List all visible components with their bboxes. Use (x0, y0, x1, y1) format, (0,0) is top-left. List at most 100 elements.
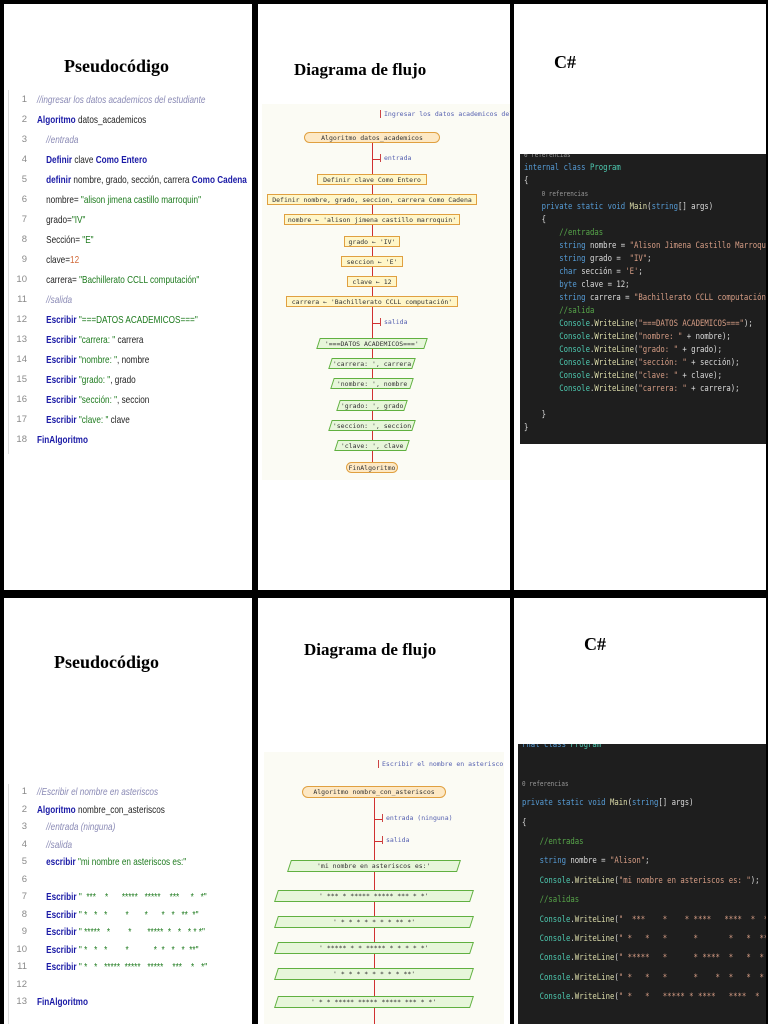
code-line: 11 Escribir " * * ***** ***** ***** *** … (9, 961, 252, 973)
code-text: Sección= "E" (37, 234, 94, 246)
code-text: Escribir "clave: " clave (46, 414, 130, 426)
code-text: Algoritmo datos_academicos (37, 114, 147, 126)
code-text: Escribir " * * ***** ***** ***** *** * *… (46, 961, 208, 973)
flow-process-box: grado ← 'IV' (344, 236, 400, 247)
code-line: 5 escribir "mi nombre en asteriscos es:" (9, 856, 252, 868)
flow-output-box: ' * * * * * * * ** *' (274, 916, 474, 928)
cs-code-line: string carrera = "Bachillerato CCLL comp… (559, 293, 766, 303)
code-line: 10 Escribir " * * * * * * * * **" (9, 944, 252, 956)
bottom-flow-panel: Diagrama de flujo Escribir el nombre en … (258, 598, 510, 1024)
code-text: definir nombre, grado, sección, carrera … (46, 174, 247, 186)
flow-connector (374, 786, 375, 1024)
code-line: 8 Sección= "E" (9, 234, 246, 246)
code-line: 9 clave=12 (9, 254, 246, 266)
flow-output-box: ' * * ***** ***** ***** *** * *' (274, 996, 474, 1008)
code-line: 1//ingresar los datos academicos del est… (9, 94, 246, 106)
cs-code-line: char sección = 'E'; (559, 267, 643, 277)
line-number: 10 (16, 274, 27, 285)
code-line: 3 //entrada (9, 134, 246, 146)
code-text: Escribir "===DATOS ACADEMICOS===" (46, 314, 198, 326)
code-text: Escribir " * * * * * * * * **" (46, 943, 199, 956)
code-line: 18 FinAlgoritmo (9, 434, 246, 446)
line-number: 3 (21, 134, 27, 145)
flow-output-box: ' *** * ***** ***** *** * *' (274, 890, 474, 902)
bottom-pseudo-title: Pseudocódigo (54, 652, 160, 672)
code-line: 4 //salida (9, 839, 252, 851)
flow-comment: entrada (380, 154, 411, 162)
top-pseudo-panel: Pseudocódigo 1//ingresar los datos acade… (4, 4, 252, 590)
flow-comment: Ingresar los datos academicos del estudi… (380, 110, 510, 118)
flow-output-box: 'seccion: ', seccion (328, 420, 416, 431)
code-line: 16 Escribir "sección: ", seccion (9, 394, 246, 406)
code-line: 7 grado="IV" (9, 214, 246, 226)
flow-comment: salida (382, 836, 409, 844)
cs-code-line: //salida (559, 306, 595, 316)
flow-output-box: 'clave: ', clave (334, 440, 410, 451)
code-line: 12 Escribir "===DATOS ACADEMICOS===" (9, 314, 246, 326)
code-text: nombre= "alison jimena castillo marroqui… (37, 194, 202, 206)
line-number: 13 (16, 996, 27, 1007)
code-text: Algoritmo nombre_con_asteriscos (37, 803, 165, 816)
bottom-flow-title: Diagrama de flujo (304, 640, 437, 659)
flow-note-connector (374, 841, 382, 842)
line-number: 18 (16, 434, 27, 445)
flow-box-text: ' *** * ***** ***** *** * *' (319, 892, 429, 900)
line-number: 5 (21, 174, 27, 185)
code-text: FinAlgoritmo (37, 434, 88, 446)
cs-code-line: 0 referencias (524, 154, 571, 159)
cs-code-line: Console.WriteLine(" * * * * * * ** *"); (539, 934, 766, 944)
code-line: 12 (9, 979, 252, 990)
cs-code-line: internal class Program (524, 163, 621, 173)
line-number: 8 (21, 908, 27, 920)
code-text: //salida (46, 838, 73, 851)
code-line: 9 Escribir " ***** * * ***** * * * * *" (9, 926, 252, 938)
top-flowchart: Ingresar los datos academicos del estudi… (262, 104, 510, 480)
flow-output-box: 'mi nombre en asteriscos es:' (287, 860, 461, 872)
code-text: carrera= "Bachillerato CCLL computación" (37, 274, 200, 286)
flow-output-box: ' * * * * * * * * **' (274, 968, 474, 980)
cs-code-line: Console.WriteLine(" * * ***** * **** ***… (539, 992, 766, 1003)
flow-box-text: 'grado: ', grado (340, 401, 404, 410)
cs-code-line: Console.WriteLine("mi nombre en asterisc… (539, 875, 760, 886)
line-number: 17 (16, 414, 27, 425)
code-line: 3 //entrada (ninguna) (9, 821, 252, 833)
code-text: //entrada (ninguna) (46, 821, 116, 833)
top-pseudocode-editor: 1//ingresar los datos academicos del est… (8, 90, 247, 454)
code-line: 15 Escribir "grado: ", grado (9, 374, 246, 386)
flow-output-box: 'nombre: ', nombre (330, 378, 414, 389)
line-number: 12 (16, 314, 27, 325)
line-number: 9 (21, 926, 27, 937)
code-line: 6 (9, 874, 252, 885)
flow-process-box: nombre ← 'alison jimena castillo marroqu… (284, 214, 460, 225)
bottom-pseudo-panel: Pseudocódigo 1//Escribir el nombre en as… (4, 598, 252, 1024)
line-number: 2 (21, 803, 27, 815)
code-line: 13 Escribir "carrera: " carrera (9, 334, 246, 346)
flow-box-text: ' ***** * * ***** * * * * *' (319, 944, 429, 952)
flow-process-box: clave ← 12 (347, 276, 397, 287)
code-text: clave=12 (37, 254, 80, 266)
code-line: 7 Escribir " *** * ***** ***** *** * *" (9, 891, 252, 903)
code-text: Definir clave Como Entero (46, 154, 148, 166)
cs-code-line: string nombre = "Alison Jimena Castillo … (559, 241, 766, 251)
code-line: 5 definir nombre, grado, sección, carrer… (9, 174, 247, 186)
flow-comment: Escribir el nombre en asteriscos (378, 760, 504, 768)
flow-comment: entrada (ninguna) (382, 814, 453, 822)
flow-terminal-box: FinAlgoritmo (346, 462, 398, 473)
cs-code-line: Console.WriteLine("grado: " + grado); (559, 345, 722, 355)
cs-code-line: string nombre = "Alison"; (539, 856, 650, 867)
code-line: 8 Escribir " * * * * * * * ** *" (9, 909, 252, 921)
top-cs-title: C# (554, 52, 576, 72)
cs-code-line: { (524, 176, 529, 186)
flow-output-box: '===DATOS ACADEMICOS===' (316, 338, 428, 349)
top-flow-title: Diagrama de flujo (294, 60, 427, 79)
line-number: 4 (21, 154, 27, 165)
line-number: 16 (16, 394, 27, 405)
line-number: 10 (16, 943, 27, 955)
cs-code-line: } (524, 423, 529, 433)
line-number: 15 (16, 374, 27, 385)
cs-code-line: byte clave = 12; (559, 280, 630, 290)
top-flow-panel: Diagrama de flujo Ingresar los datos aca… (258, 4, 510, 590)
